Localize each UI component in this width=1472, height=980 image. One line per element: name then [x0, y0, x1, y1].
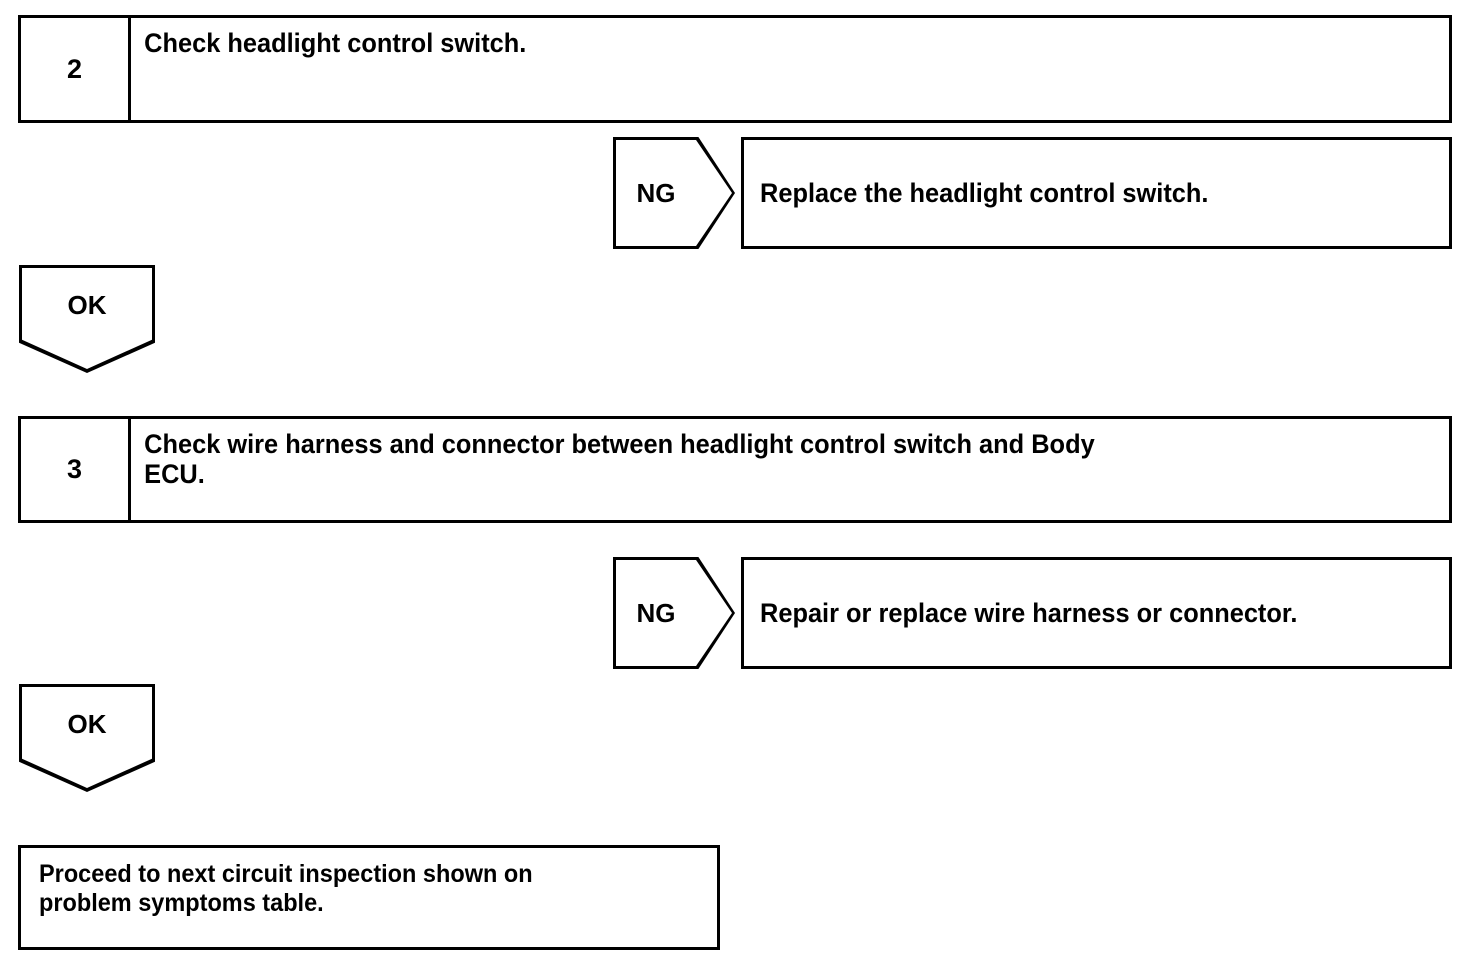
final-outcome-text: Proceed to next circuit inspection shown… — [39, 860, 533, 917]
ok-label-2: OK — [67, 289, 107, 320]
step-instruction-2: Check headlight control switch. — [144, 28, 527, 58]
ng-action-text-2: Replace the headlight control switch. — [760, 177, 1209, 208]
step-instruction-3: Check wire harness and connector between… — [144, 429, 1095, 490]
branch-ng-2: NG Replace the headlight control switch. — [613, 137, 1452, 249]
ng-action-box-3: Repair or replace wire harness or connec… — [741, 557, 1452, 669]
step-number-3: 3 — [21, 419, 131, 520]
branch-ng-3: NG Repair or replace wire harness or con… — [613, 557, 1452, 669]
step-number-2: 2 — [21, 18, 131, 120]
final-outcome-box: Proceed to next circuit inspection shown… — [18, 845, 720, 950]
ng-label-3: NG — [636, 597, 676, 628]
ok-label-3: OK — [67, 708, 107, 739]
step-box-2: 2 Check headlight control switch. — [18, 15, 1452, 123]
step-box-3: 3 Check wire harness and connector betwe… — [18, 416, 1452, 523]
ng-action-box-2: Replace the headlight control switch. — [741, 137, 1452, 249]
ng-action-text-3: Repair or replace wire harness or connec… — [760, 597, 1298, 628]
ng-label-2: NG — [636, 177, 676, 208]
